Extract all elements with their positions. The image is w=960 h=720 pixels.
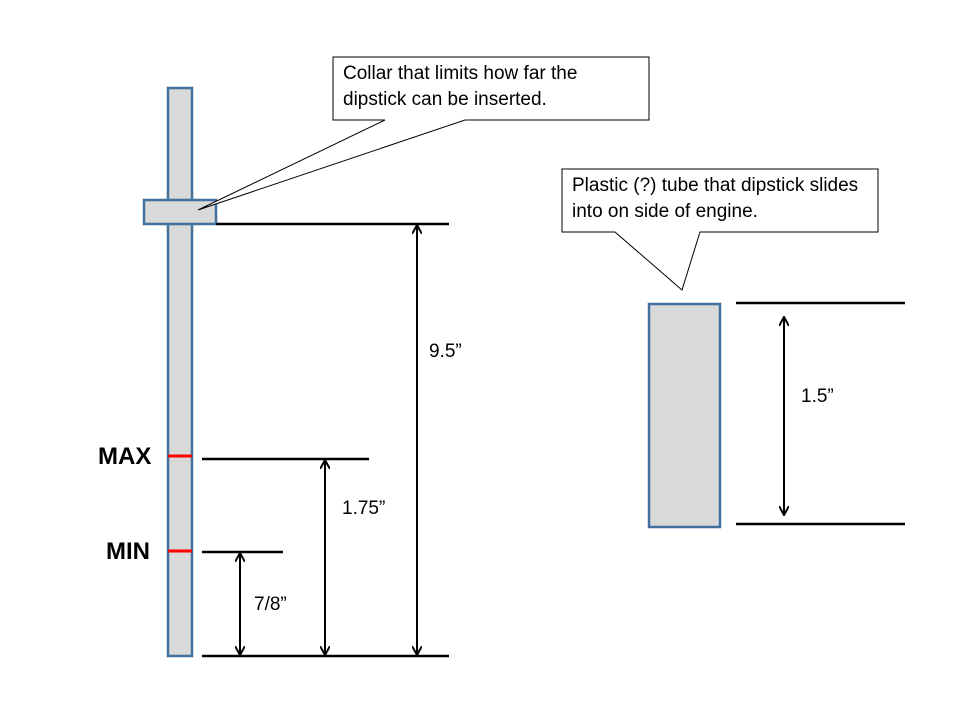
tube-length-label: 1.5” xyxy=(801,386,834,407)
collar-callout-shape xyxy=(197,56,650,211)
min-label: MIN xyxy=(106,538,150,565)
tube-shape xyxy=(647,302,722,529)
tube-callout-text: Plastic (?) tube that dipstick slides in… xyxy=(572,175,859,222)
max-label: MAX xyxy=(98,443,152,470)
collar-callout-text: Collar that limits how far the dipstick … xyxy=(343,63,578,110)
tube-callout-shape xyxy=(561,168,879,291)
dipstick-shaft xyxy=(166,86,194,658)
min-height-label: 7/8” xyxy=(254,594,287,615)
insert-depth-label: 9.5” xyxy=(429,341,462,362)
max-height-label: 1.75” xyxy=(342,498,386,519)
dipstick-collar xyxy=(142,198,218,226)
